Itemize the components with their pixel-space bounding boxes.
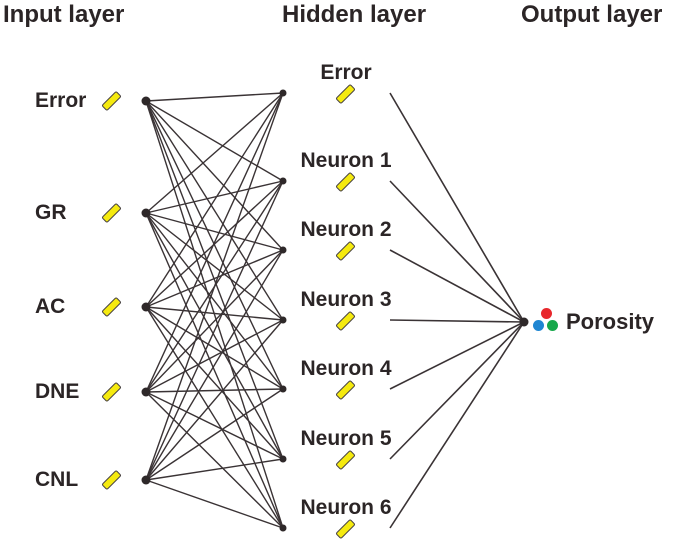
connection-line bbox=[389, 321, 525, 529]
rgb-dot-green-icon bbox=[547, 320, 558, 331]
connection-line bbox=[145, 212, 284, 460]
connection-line bbox=[389, 249, 525, 323]
connection-line bbox=[145, 92, 284, 102]
connection-line bbox=[145, 212, 284, 390]
hidden-node-label: Neuron 1 bbox=[300, 149, 392, 172]
connection-line bbox=[145, 391, 284, 460]
hidden-layer-header: Hidden layer bbox=[282, 1, 427, 28]
input-node-label: GR bbox=[35, 201, 67, 224]
connection-line bbox=[389, 321, 525, 460]
node-dot bbox=[519, 317, 529, 327]
node-dot bbox=[141, 208, 151, 218]
connection-line bbox=[145, 180, 284, 481]
connection-line bbox=[145, 388, 284, 481]
connection-line bbox=[145, 212, 284, 529]
connection-line bbox=[145, 212, 284, 251]
connection-line bbox=[145, 100, 284, 251]
output-layer-header: Output layer bbox=[521, 1, 663, 28]
connection-line bbox=[145, 388, 284, 393]
connection-line bbox=[145, 180, 284, 214]
connection-line bbox=[145, 100, 284, 321]
node-dot bbox=[141, 387, 151, 397]
hidden-node-label: Neuron 3 bbox=[300, 288, 392, 311]
node-dot bbox=[279, 177, 287, 185]
connection-line bbox=[145, 92, 284, 308]
connection-line bbox=[145, 249, 284, 308]
connection-line bbox=[145, 306, 284, 390]
hidden-node-label: Neuron 5 bbox=[300, 427, 392, 450]
connection-line bbox=[145, 319, 284, 481]
input-layer-header: Input layer bbox=[3, 1, 125, 28]
node-dot bbox=[141, 302, 151, 312]
hidden-node-label: Neuron 4 bbox=[300, 357, 392, 380]
input-node-label: AC bbox=[35, 295, 66, 318]
hidden-node-label: Error bbox=[320, 61, 372, 84]
connection-line bbox=[145, 100, 284, 460]
node-dot bbox=[279, 385, 287, 393]
connection-line bbox=[145, 100, 284, 529]
connection-line bbox=[389, 92, 525, 323]
hidden-node-label: Neuron 2 bbox=[300, 218, 392, 241]
rgb-dot-red-icon bbox=[541, 308, 552, 319]
connection-line bbox=[145, 306, 284, 321]
node-dot bbox=[279, 89, 287, 97]
connection-line bbox=[145, 249, 284, 393]
connection-line bbox=[389, 321, 525, 390]
connection-line bbox=[145, 306, 284, 529]
connection-line bbox=[145, 92, 284, 481]
hidden-node-label: Neuron 6 bbox=[300, 496, 392, 519]
connection-line bbox=[145, 249, 284, 481]
output-node-label: Porosity bbox=[566, 309, 655, 334]
connection-line bbox=[145, 458, 284, 481]
node-dot bbox=[279, 246, 287, 254]
node-dot bbox=[279, 524, 287, 532]
connection-line bbox=[145, 92, 284, 393]
connection-line bbox=[389, 319, 525, 323]
connection-line bbox=[145, 306, 284, 460]
connection-line bbox=[389, 180, 525, 323]
connection-line bbox=[145, 92, 284, 214]
node-dot bbox=[141, 475, 151, 485]
rgb-dot-blue-icon bbox=[533, 320, 544, 331]
connection-line bbox=[145, 479, 284, 529]
connection-line bbox=[145, 100, 284, 390]
connection-line bbox=[145, 212, 284, 321]
input-node-label: Error bbox=[35, 89, 87, 112]
input-node-label: DNE bbox=[35, 380, 80, 403]
node-dot bbox=[279, 316, 287, 324]
input-node-label: CNL bbox=[35, 468, 79, 491]
connection-line bbox=[145, 319, 284, 393]
connection-line bbox=[145, 100, 284, 182]
node-dot bbox=[279, 455, 287, 463]
node-dot bbox=[141, 96, 151, 106]
